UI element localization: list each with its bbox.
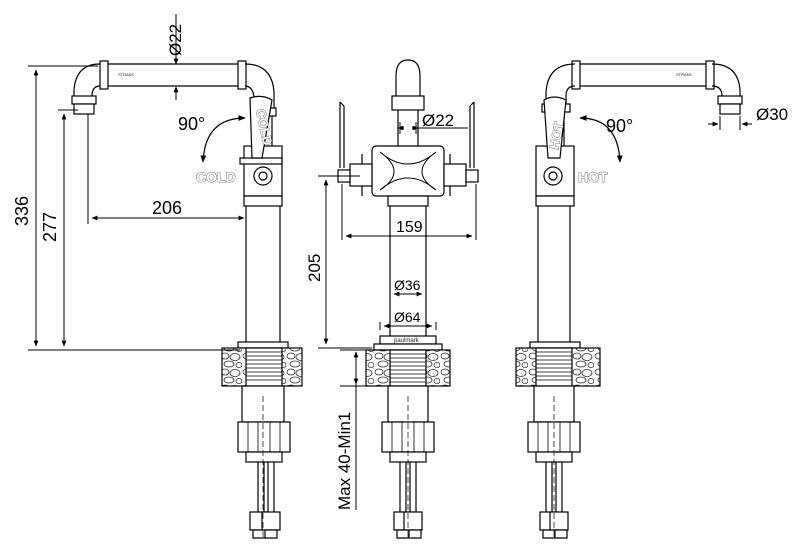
dim-total-height: 336 bbox=[12, 196, 32, 226]
right-dimensions bbox=[708, 116, 752, 130]
dim-angle-left: 90° bbox=[178, 114, 205, 134]
dim-spout-height: 277 bbox=[40, 212, 60, 242]
left-side-view bbox=[71, 60, 303, 540]
dim-deck-thickness: Max 40-Min1 bbox=[335, 412, 354, 510]
front-view bbox=[337, 59, 479, 540]
hot-handle-label: HOT bbox=[546, 121, 566, 151]
dim-valve-diameter: Ø22 bbox=[422, 111, 454, 130]
dim-outlet-diameter: Ø30 bbox=[756, 105, 788, 124]
dim-body-height: 205 bbox=[305, 254, 324, 282]
brand-right: STRAKE bbox=[676, 72, 692, 77]
dim-reach: 206 bbox=[152, 198, 182, 218]
dim-valve-width: 159 bbox=[396, 219, 423, 236]
dim-top-diameter: Ø22 bbox=[166, 24, 185, 56]
cold-side-label: COLD bbox=[196, 169, 236, 185]
right-side-view bbox=[515, 60, 743, 540]
front-dimensions bbox=[318, 122, 477, 510]
brand-left: STRAKE bbox=[118, 72, 134, 77]
dim-angle-right: 90° bbox=[606, 116, 633, 136]
brand-base: paulmark bbox=[394, 338, 420, 344]
left-dimensions bbox=[28, 14, 245, 351]
hot-side-label: HOT bbox=[578, 169, 608, 185]
dim-base-diameter: Ø64 bbox=[394, 309, 421, 325]
dim-body-diameter: Ø36 bbox=[394, 277, 421, 293]
